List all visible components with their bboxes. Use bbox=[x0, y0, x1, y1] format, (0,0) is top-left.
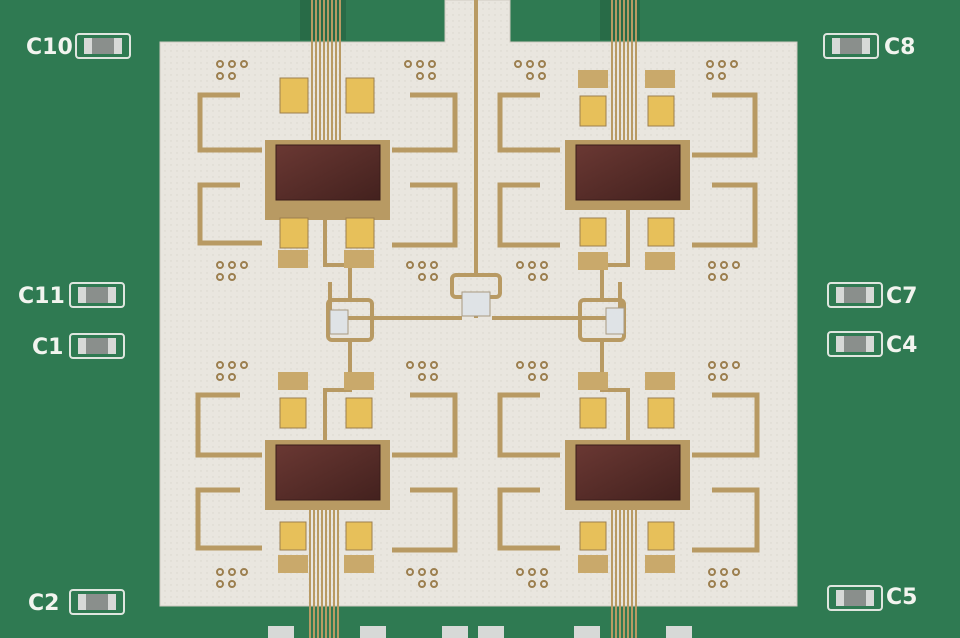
capacitor-c5 bbox=[827, 585, 883, 611]
label-c10: C10 bbox=[26, 35, 73, 60]
label-c1: C1 bbox=[32, 335, 63, 360]
digital-trace-bundles bbox=[309, 0, 637, 638]
via-clusters bbox=[216, 60, 740, 588]
capacitor-c10 bbox=[75, 33, 131, 59]
rf-coupler-center bbox=[461, 291, 491, 317]
quadrant-top-right bbox=[497, 70, 758, 270]
edge-connectors bbox=[268, 626, 692, 638]
quadrant-top-left bbox=[197, 77, 458, 268]
smd-capacitors bbox=[69, 33, 883, 615]
quadrant-bottom-left bbox=[195, 372, 458, 573]
capacitor-c7 bbox=[827, 282, 883, 308]
rf-coupler-right bbox=[605, 307, 625, 335]
label-c11: C11 bbox=[18, 284, 65, 309]
capacitor-c8 bbox=[823, 33, 879, 59]
capacitor-c1 bbox=[69, 333, 125, 359]
rf-coupler-left bbox=[329, 309, 349, 335]
label-c5: C5 bbox=[886, 585, 917, 610]
label-c8: C8 bbox=[884, 35, 915, 60]
label-c7: C7 bbox=[886, 284, 917, 309]
capacitor-c11 bbox=[69, 282, 125, 308]
label-c2: C2 bbox=[28, 591, 59, 616]
label-c4: C4 bbox=[886, 333, 917, 358]
capacitor-c4 bbox=[827, 331, 883, 357]
quadrant-bottom-right bbox=[497, 372, 760, 573]
capacitor-c2 bbox=[69, 589, 125, 615]
